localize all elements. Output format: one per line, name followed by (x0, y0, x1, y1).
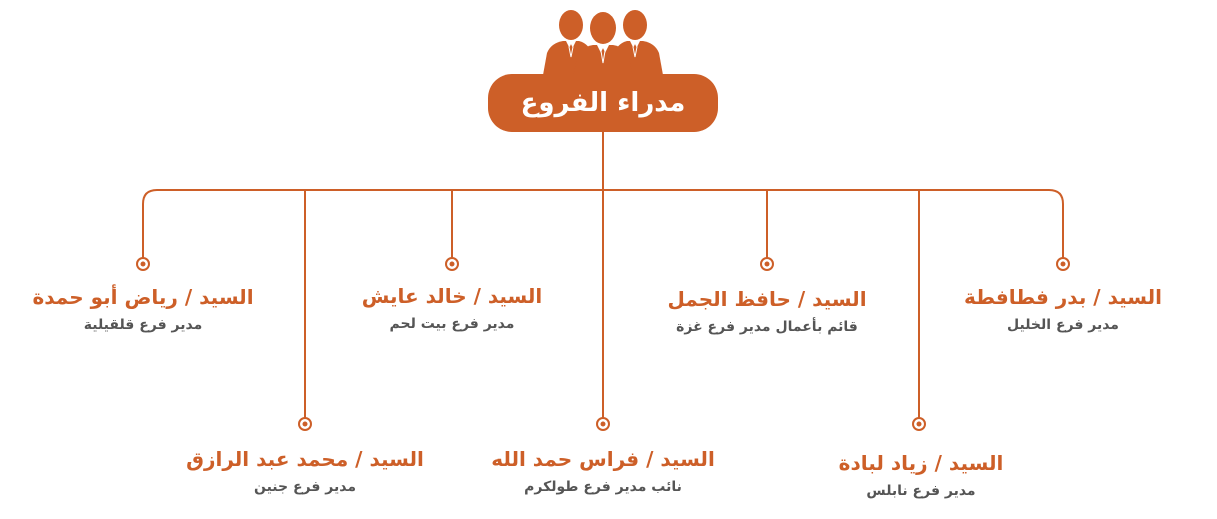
manager-role: مدير فرع قلقيلية (83, 317, 203, 333)
manager-role: مدير فرع نابلس (866, 483, 976, 499)
manager-role: مدير فرع الخليل (1007, 317, 1119, 333)
manager-name: السيد / محمد عبد الرازق (186, 447, 424, 471)
manager-node-gaza: السيد / حافظ الجمل قائم بأعمال مدير فرع … (667, 284, 866, 340)
manager-name: السيد / خالد عايش (361, 284, 543, 308)
manager-node-nablus: السيد / زياد لبادة مدير فرع نابلس (839, 448, 1004, 504)
group-of-managers-icon (543, 10, 663, 77)
org-title: مدراء الفروع (488, 74, 718, 132)
manager-node-bethlehem: السيد / خالد عايش مدير فرع بيت لحم (362, 281, 543, 337)
manager-node-tulkarm: السيد / فراس حمد الله نائب مدير فرع طولك… (491, 444, 715, 500)
manager-role: مدير فرع بيت لحم (389, 316, 515, 332)
manager-name: السيد / فراس حمد الله (491, 447, 715, 471)
org-title-label: مدراء الفروع (520, 88, 686, 118)
manager-node-jenin: السيد / محمد عبد الرازق مدير فرع جنين (186, 444, 424, 500)
manager-node-hebron: السيد / بدر فطافطة مدير فرع الخليل (964, 282, 1162, 338)
manager-role: قائم بأعمال مدير فرع غزة (676, 319, 858, 335)
manager-role: مدير فرع جنين (253, 479, 357, 495)
manager-name: السيد / رياض أبو حمدة (32, 285, 254, 309)
manager-name: السيد / حافظ الجمل (667, 287, 867, 311)
manager-name: السيد / بدر فطافطة (964, 285, 1162, 309)
manager-role: نائب مدير فرع طولكرم (524, 479, 682, 495)
manager-node-qalqilya: السيد / رياض أبو حمدة مدير فرع قلقيلية (32, 282, 253, 338)
manager-name: السيد / زياد لبادة (838, 451, 1004, 475)
